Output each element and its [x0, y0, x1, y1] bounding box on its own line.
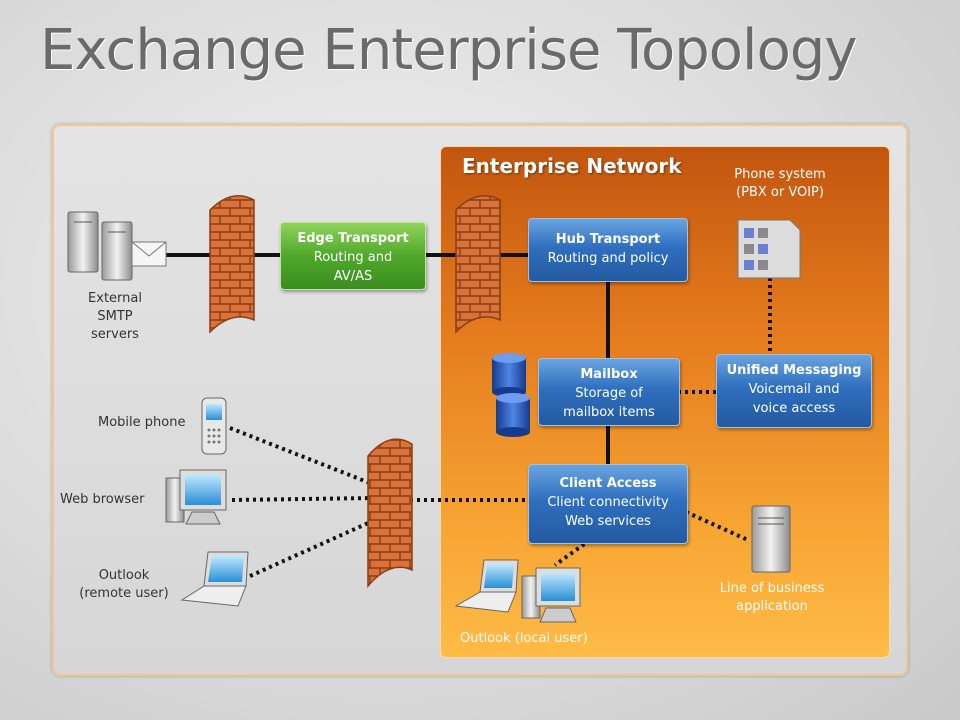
laptop-icon-remote	[180, 551, 249, 607]
edge-transport-box: Edge Transport Routing and AV/AS	[280, 222, 426, 290]
outlook-remote-label-line: Outlook	[98, 568, 150, 583]
edge-transport-line2: AV/AS	[333, 269, 373, 284]
server-icon-external	[67, 211, 133, 281]
lob-app-label-line: Line of business	[719, 581, 825, 596]
mailbox-title: Mailbox	[580, 367, 638, 382]
desktop-computer-icon	[165, 469, 227, 525]
database-icon-1	[492, 353, 526, 397]
client-access-title: Client Access	[559, 476, 657, 491]
edge-transport-title: Edge Transport	[297, 231, 409, 246]
outlook-local-label: Outlook (local user)	[460, 631, 588, 646]
enterprise-network-title: Enterprise Network	[462, 154, 682, 178]
database-icon-2	[496, 393, 530, 437]
external-smtp-label-line: External	[88, 291, 142, 306]
client-access-box: Client Access Client connectivity Web se…	[528, 464, 688, 544]
mailbox-line2: mailbox items	[563, 405, 655, 420]
phone-system-icon	[737, 219, 801, 279]
phone-system-label-line: (PBX or VOIP)	[736, 185, 824, 200]
phone-system-label-line: Phone system	[734, 167, 826, 182]
client-access-line1: Client connectivity	[547, 495, 669, 510]
envelope-icon	[131, 241, 167, 267]
mobile-phone-icon	[201, 397, 227, 455]
unified-messaging-box: Unified Messaging Voicemail and voice ac…	[716, 354, 872, 428]
mailbox-line1: Storage of	[575, 386, 643, 401]
lob-app-label: Line of business application	[710, 580, 834, 616]
edge-transport-line1: Routing and	[313, 250, 393, 265]
hub-transport-box: Hub Transport Routing and policy	[528, 218, 688, 282]
mailbox-box: Mailbox Storage of mailbox items	[538, 358, 680, 426]
external-smtp-label-line: SMTP	[97, 309, 133, 324]
unified-messaging-title: Unified Messaging	[726, 363, 862, 378]
client-access-line2: Web services	[565, 514, 651, 529]
hub-transport-title: Hub Transport	[555, 232, 661, 247]
external-smtp-label-line: servers	[91, 327, 139, 342]
server-icon-lob	[751, 505, 791, 573]
outlook-remote-label: Outlook (remote user)	[72, 567, 176, 603]
outlook-remote-label-line: (remote user)	[79, 586, 169, 601]
lob-app-label-line: application	[736, 599, 808, 614]
phone-system-label: Phone system (PBX or VOIP)	[716, 166, 844, 202]
firewall-icon-3	[367, 438, 413, 589]
laptop-icon-local	[454, 559, 519, 613]
firewall-icon-2	[455, 195, 501, 334]
web-browser-label: Web browser	[60, 492, 145, 507]
hub-transport-line1: Routing and policy	[547, 251, 669, 266]
unified-messaging-line1: Voicemail and	[748, 382, 840, 397]
desktop-computer-icon-local	[521, 567, 581, 623]
slide-title: Exchange Enterprise Topology	[40, 18, 858, 83]
external-smtp-label: External SMTP servers	[70, 290, 160, 344]
firewall-icon-1	[209, 195, 255, 334]
unified-messaging-line2: voice access	[752, 401, 836, 416]
mobile-phone-label: Mobile phone	[98, 415, 186, 430]
